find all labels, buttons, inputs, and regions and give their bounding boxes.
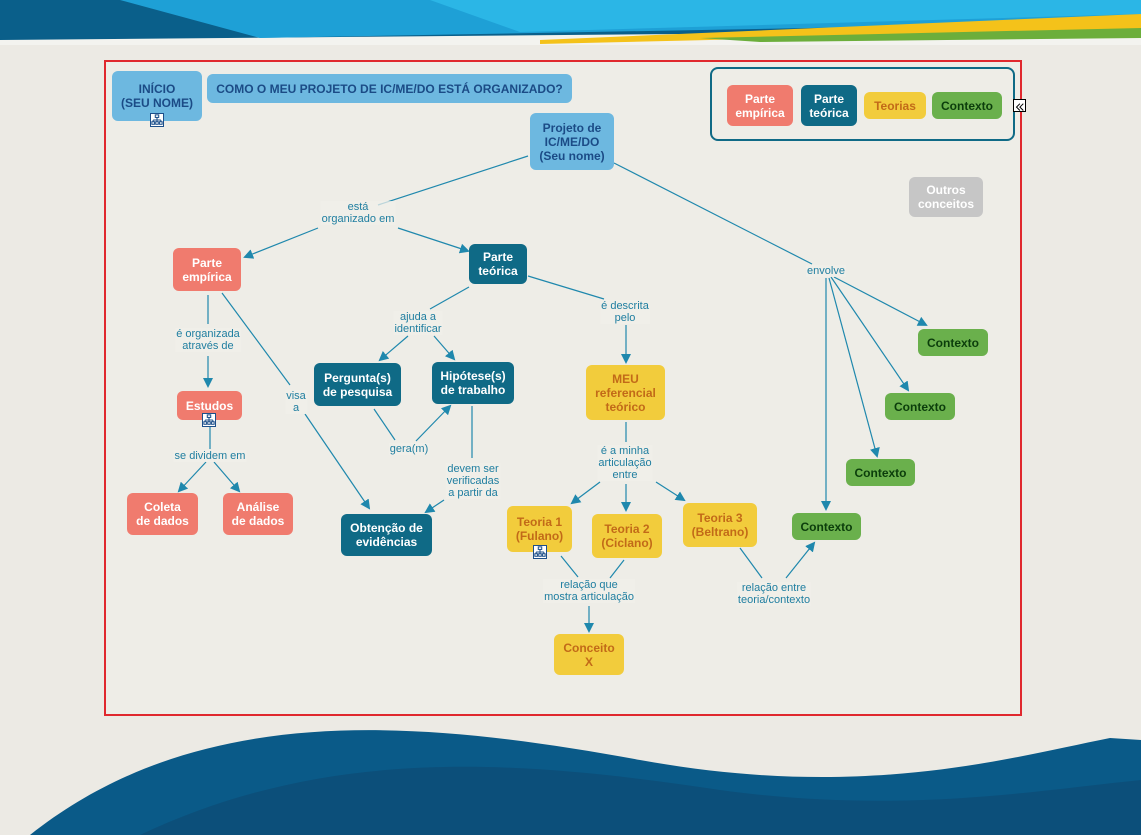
parte-empirica-node[interactable]: Parte empírica: [173, 248, 241, 291]
legend-teorias: Teorias: [864, 92, 926, 119]
link-label-visa: visa a: [285, 390, 307, 414]
link-label-dividem: se dividem em: [173, 450, 247, 462]
projeto-node[interactable]: Projeto de IC/ME/DO (Seu nome): [530, 113, 614, 170]
link-label-e-organizada: é organizada através de: [175, 328, 241, 352]
parte-teorica-node[interactable]: Parte teórica: [469, 244, 527, 284]
contexto-node-3[interactable]: Contexto: [846, 459, 915, 486]
link-label-envolve: envolve: [806, 265, 846, 277]
obtencao-evidencias-node[interactable]: Obtenção de evidências: [341, 514, 432, 556]
coleta-dados-node[interactable]: Coleta de dados: [127, 493, 198, 535]
teoria2-node[interactable]: Teoria 2 (Ciclano): [592, 514, 662, 558]
teoria1-node[interactable]: Teoria 1 (Fulano): [507, 506, 572, 552]
legend-parte-empirica: Parte empírica: [727, 85, 793, 126]
link-label-relacao-que: relação que mostra articulação: [543, 579, 635, 603]
pergunta-pesquisa-node[interactable]: Pergunta(s) de pesquisa: [314, 363, 401, 406]
conceito-x-node[interactable]: Conceito X: [554, 634, 624, 675]
contexto-node-1[interactable]: Contexto: [918, 329, 988, 356]
link-label-descrita: é descrita pelo: [600, 300, 650, 324]
link-label-esta-organizado: está organizado em: [320, 201, 396, 225]
page-title: COMO O MEU PROJETO DE IC/ME/DO ESTÁ ORGA…: [207, 74, 572, 103]
referencial-teorico-node[interactable]: MEU referencial teórico: [586, 365, 665, 420]
hipotese-trabalho-node[interactable]: Hipótese(s) de trabalho: [432, 362, 514, 404]
link-label-gera: gera(m): [388, 443, 430, 455]
analise-dados-node[interactable]: Análise de dados: [223, 493, 293, 535]
link-label-ajuda: ajuda a identificar: [393, 311, 443, 335]
submap-icon[interactable]: [150, 113, 164, 127]
legend-parte-teorica: Parte teórica: [801, 85, 857, 126]
legend-contexto: Contexto: [932, 92, 1002, 119]
teoria3-node[interactable]: Teoria 3 (Beltrano): [683, 503, 757, 547]
outros-conceitos-node[interactable]: Outros conceitos: [909, 177, 983, 217]
collapse-panel-icon[interactable]: [1013, 99, 1026, 112]
link-label-articulacao: é a minha articulação entre: [597, 445, 653, 481]
contexto-node-2[interactable]: Contexto: [885, 393, 955, 420]
inicio-node[interactable]: INÍCIO (SEU NOME): [112, 71, 202, 121]
teoria1-submap-icon[interactable]: [533, 545, 547, 559]
contexto-node-4[interactable]: Contexto: [792, 513, 861, 540]
link-label-devem: devem ser verificadas a partir da: [445, 463, 501, 499]
link-label-relacao-entre: relação entre teoria/contexto: [736, 582, 812, 606]
estudos-submap-icon[interactable]: [202, 413, 216, 427]
